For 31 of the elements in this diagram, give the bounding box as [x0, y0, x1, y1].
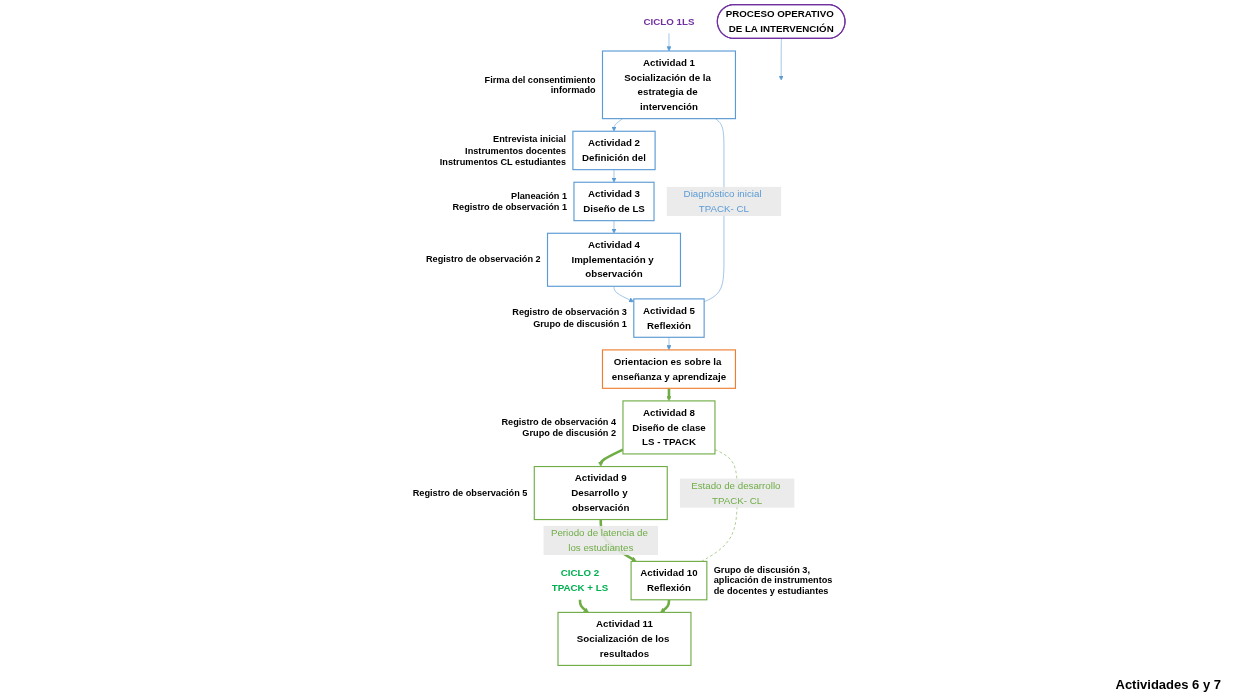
- note-text: Registro de observación 3: [512, 307, 627, 318]
- node-box: Actividad 11 Socialización de los resultados: [557, 611, 692, 666]
- note-text: Registro de observación 5: [412, 487, 528, 499]
- arrow: [578, 599, 589, 613]
- node-box: Actividad 10 Reflexión: [630, 560, 708, 601]
- note-text: Actividades 6 y 7: [1115, 677, 1221, 692]
- node-box: Orientacion es sobre la enseñanza y aprendizaje: [601, 349, 736, 389]
- node-box: Actividad 4 Implementación y observación: [546, 232, 681, 287]
- note-text: Entrevista inicial: [493, 133, 566, 145]
- note-text: Instrumentos CL estudiantes: [439, 156, 566, 168]
- note-text: Registro de observación 1: [452, 202, 567, 213]
- note-text: Registro de observación 4: [501, 416, 617, 427]
- note-text: Grupo de discusión 1: [533, 318, 627, 329]
- node-box: Actividad 8 Diseño de clase LS - TPACK: [622, 400, 716, 455]
- node-box: Actividad 9 Desarrollo y observación: [533, 465, 668, 521]
- node-box: Actividad 2 Definición del: [572, 130, 656, 171]
- edge-label: Diagnóstico inicial TPACK- CL: [683, 188, 762, 215]
- note-text: Registro de observación 2: [425, 254, 541, 265]
- note-text: Grupo de discusión 3, aplicación de instrumentos de docentes y estudiantes: [713, 565, 834, 597]
- note-text: Instrumentos docentes: [465, 145, 566, 156]
- note-text: Planeación 1: [510, 190, 567, 201]
- node-box: Actividad 3 Diseño de LS: [573, 181, 655, 222]
- node-text: CICLO 1LS: [643, 15, 695, 27]
- node-box: Actividad 5 Reflexión: [633, 298, 705, 338]
- node-text: CICLO 2 TPACK + LS: [551, 567, 609, 594]
- edge-label: Periodo de latencia de los estudiantes: [550, 527, 648, 554]
- edge-label: Estado de desarrollo TPACK- CL: [691, 480, 781, 506]
- note-text: Grupo de discusión 2: [522, 428, 617, 439]
- arrow: [660, 599, 671, 613]
- node-box: Actividad 1 Socialización de la estrategia de intervención: [601, 50, 736, 120]
- note-text: Firma del consentimiento informado: [483, 74, 596, 96]
